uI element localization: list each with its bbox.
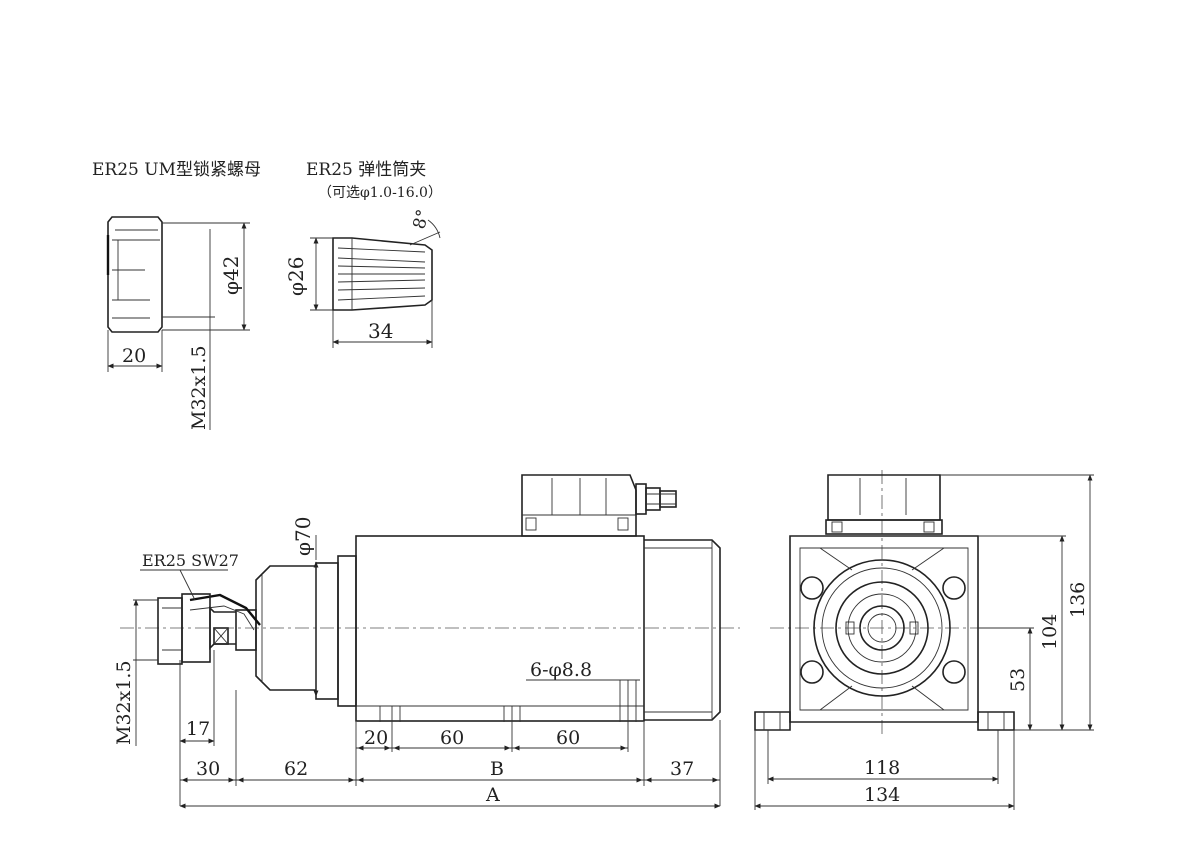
collet-title: ER25 弹性筒夹 [306, 160, 426, 180]
er-sw-label: ER25 SW27 [142, 551, 239, 570]
nut-title: ER25 UM型锁紧螺母 [92, 160, 261, 180]
dim-136-label: 136 [1067, 582, 1089, 618]
collet-detail: ER25 弹性筒夹 （可选φ1.0-16.0） 8° φ26 34 [284, 160, 442, 348]
collet-dia-label: φ26 [284, 257, 308, 296]
main-thread-label: M32x1.5 [113, 660, 135, 745]
spindle-side-view: φ70 ER25 SW27 M32x1.5 17 [113, 474, 740, 809]
nut-detail: ER25 UM型锁紧螺母 φ42 M32x1.5 20 [92, 160, 261, 430]
nut-thread-label: M32x1.5 [188, 345, 210, 430]
dim-134-label: 134 [864, 784, 900, 806]
collet-subtitle: （可选φ1.0-16.0） [318, 185, 442, 201]
spindle-dia-label: φ70 [291, 517, 315, 556]
dim-62-label: 62 [284, 758, 308, 780]
dim-53-label: 53 [1007, 668, 1029, 692]
nut-width-label: 20 [122, 345, 146, 367]
spindle-front-view: 118 134 53 104 136 [754, 470, 1094, 810]
dim-30-label: 30 [196, 758, 220, 780]
dim-60a-label: 60 [440, 727, 464, 749]
dim-A-label: A [485, 784, 500, 806]
holes-label: 6-φ8.8 [530, 659, 592, 681]
dim-B-label: B [490, 758, 504, 780]
nut-dia-label: φ42 [219, 256, 243, 295]
collet-angle-label: 8° [410, 207, 434, 231]
dim-37-label: 37 [670, 758, 694, 780]
dim-20-label: 20 [364, 727, 388, 749]
dim-17-label: 17 [186, 718, 210, 740]
dim-104-label: 104 [1039, 614, 1061, 650]
dim-118-label: 118 [864, 757, 900, 779]
dim-60b-label: 60 [556, 727, 580, 749]
collet-length-label: 34 [368, 319, 393, 343]
